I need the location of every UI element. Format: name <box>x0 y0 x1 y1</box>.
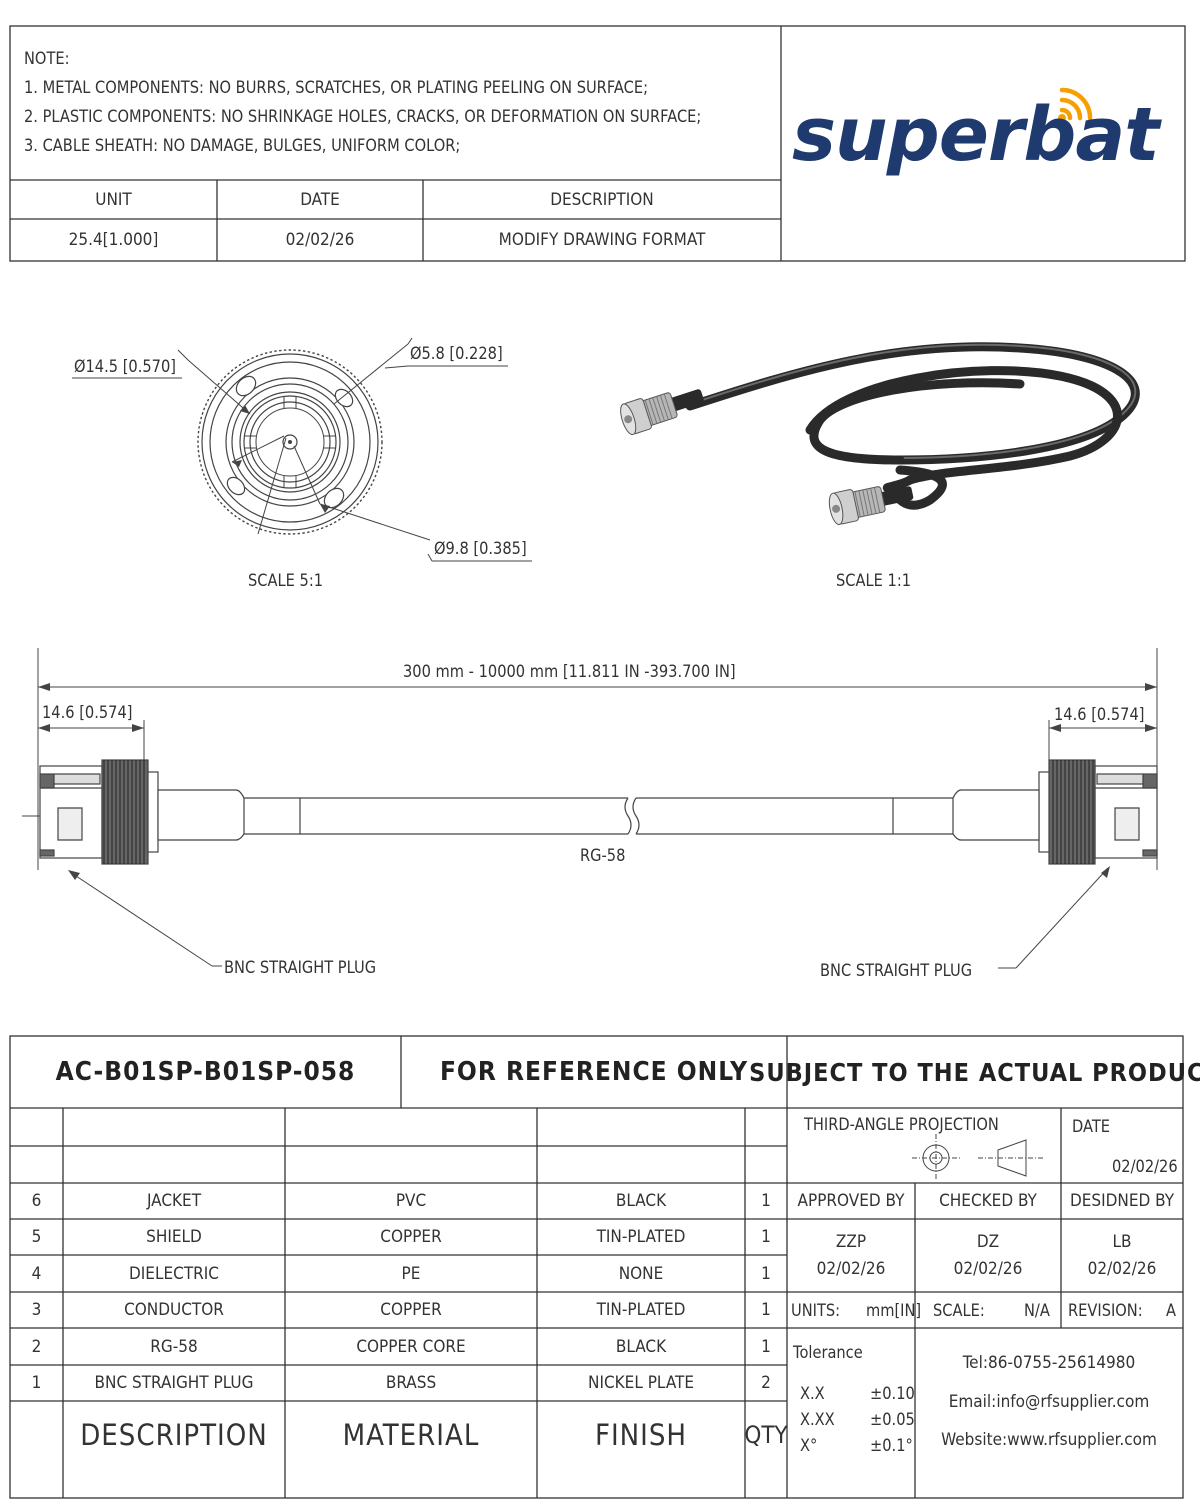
approved-by-name: ZZP <box>835 1232 867 1252</box>
logo-text: superbat <box>792 92 1160 178</box>
bom-row-mat: COPPER <box>380 1300 442 1320</box>
revision-label: REVISION: <box>1068 1301 1143 1321</box>
bom-row-qty: 1 <box>761 1227 771 1247</box>
rev-date-value: 02/02/26 <box>285 230 355 250</box>
side-view-drawing <box>22 648 1158 969</box>
rev-header-unit: UNIT <box>95 189 132 210</box>
bom-row-fin: BLACK <box>615 1191 667 1211</box>
front-view-scale: SCALE 5:1 <box>248 571 324 591</box>
bom-header-description: DESCRIPTION <box>80 1417 268 1452</box>
overall-length-dim: 300 mm - 10000 mm [11.811 IN -393.700 IN… <box>403 662 736 682</box>
bom-row-fin: BLACK <box>615 1336 667 1357</box>
dim-inner-diameter: Ø9.8 [0.385] <box>434 539 527 559</box>
rev-header-description: DESCRIPTION <box>550 189 654 210</box>
bom-row-mat: BRASS <box>385 1373 437 1393</box>
bom-row-no: 5 <box>31 1227 42 1247</box>
contact-email[interactable]: Email:info@rfsupplier.com <box>948 1392 1150 1412</box>
bom-row-no: 3 <box>31 1300 42 1320</box>
left-connector-length-dim: 14.6 [0.574] <box>42 703 133 723</box>
bom-row-no: 1 <box>31 1373 42 1393</box>
bom-row-desc: DIELECTRIC <box>129 1263 219 1284</box>
bom-row-qty: 1 <box>761 1191 771 1211</box>
note-item-3: 3. CABLE SHEATH: NO DAMAGE, BULGES, UNIF… <box>24 136 461 156</box>
cable-type-label: RG-58 <box>580 846 626 866</box>
right-connector-length-dim: 14.6 [0.574] <box>1054 705 1145 725</box>
tolerance-label: Tolerance <box>793 1343 863 1363</box>
tolerance-key: X° <box>800 1436 818 1456</box>
bom-row-fin: TIN-PLATED <box>596 1300 686 1320</box>
units-value: mm[IN] <box>866 1301 922 1321</box>
bom-row-fin: NICKEL PLATE <box>588 1373 694 1393</box>
contact-website[interactable]: Website:www.rfsupplier.com <box>941 1430 1157 1450</box>
part-number: AC-B01SP-B01SP-058 <box>55 1057 356 1087</box>
right-plug-callout: BNC STRAIGHT PLUG <box>820 961 973 981</box>
rev-description-value: MODIFY DRAWING FORMAT <box>498 230 706 250</box>
bom-row-desc: BNC STRAIGHT PLUG <box>94 1373 254 1393</box>
checked-by-label: CHECKED BY <box>939 1191 1037 1211</box>
scale-label: SCALE: <box>933 1301 985 1321</box>
contact-tel: Tel:86-0755-25614980 <box>962 1353 1136 1373</box>
rev-header-date: DATE <box>300 189 340 210</box>
bom-header-material: MATERIAL <box>342 1417 480 1452</box>
reference-note: FOR REFERENCE ONLY <box>439 1057 749 1087</box>
tolerance-key: X.X <box>800 1384 825 1404</box>
header-frame <box>9 25 1186 262</box>
bom-row-mat: COPPER CORE <box>356 1336 466 1357</box>
bom-row-desc: RG-58 <box>150 1336 198 1357</box>
checked-by-date: 02/02/26 <box>953 1259 1023 1279</box>
bom-row-qty: 1 <box>761 1300 771 1320</box>
projection-symbol <box>912 1134 1044 1180</box>
bom-row-mat: PE <box>401 1263 421 1284</box>
bom-row-no: 6 <box>31 1191 42 1211</box>
dim-pin-diameter: Ø5.8 [0.228] <box>410 344 503 364</box>
tolerance-value: ±0.05 <box>870 1410 915 1430</box>
date-label: DATE <box>1072 1117 1111 1137</box>
bom-row-no: 4 <box>31 1263 42 1284</box>
left-plug-callout: BNC STRAIGHT PLUG <box>224 958 377 978</box>
tolerance-value: ±0.10 <box>870 1384 915 1404</box>
tolerance-value: ±0.1° <box>870 1436 913 1456</box>
note-title: NOTE: <box>24 49 70 69</box>
bom-row-qty: 2 <box>761 1373 771 1393</box>
dim-outer-diameter: Ø14.5 [0.570] <box>74 357 176 377</box>
bom-row-no: 2 <box>31 1336 42 1357</box>
bom-row-desc: JACKET <box>146 1191 202 1211</box>
designed-by-name: LB <box>1112 1232 1132 1252</box>
bom-header-qty: QTY <box>744 1420 788 1449</box>
bom-row-mat: PVC <box>395 1191 427 1211</box>
bom-row-qty: 1 <box>761 1263 771 1284</box>
date-value: 02/02/26 <box>1112 1157 1178 1177</box>
rev-unit-value: 25.4[1.000] <box>68 230 159 250</box>
bom-row-desc: SHIELD <box>146 1227 202 1247</box>
wifi-signal-icon <box>1058 87 1093 122</box>
units-label: UNITS: <box>791 1301 841 1321</box>
checked-by-name: DZ <box>976 1232 1000 1252</box>
superbat-logo: superbat <box>790 80 1180 190</box>
designed-by-label: DESIDNED BY <box>1069 1191 1175 1211</box>
note-item-1: 1. METAL COMPONENTS: NO BURRS, SCRATCHES… <box>24 78 649 98</box>
iso-view-scale: SCALE 1:1 <box>836 571 912 591</box>
approved-by-label: APPROVED BY <box>797 1191 905 1211</box>
cable-iso-drawing <box>620 342 1140 526</box>
tolerance-key: X.XX <box>800 1410 835 1430</box>
note-item-2: 2. PLASTIC COMPONENTS: NO SHRINKAGE HOLE… <box>24 107 702 127</box>
bom-row-qty: 1 <box>761 1336 771 1357</box>
bom-row-fin: TIN-PLATED <box>596 1227 686 1247</box>
projection-label: THIRD-ANGLE PROJECTION <box>804 1115 999 1135</box>
revision-value: A <box>1166 1301 1177 1321</box>
front-view-drawing <box>72 337 532 562</box>
bom-header-finish: FINISH <box>594 1417 688 1452</box>
title-block-frame <box>9 1035 1184 1499</box>
approved-by-date: 02/02/26 <box>816 1259 886 1279</box>
scale-value: N/A <box>1024 1301 1050 1321</box>
bom-row-desc: CONDUCTOR <box>124 1300 224 1320</box>
subject-note: SUBJECT TO THE ACTUAL PRODUCT <box>749 1057 1200 1087</box>
bom-row-mat: COPPER <box>380 1227 442 1247</box>
designed-by-date: 02/02/26 <box>1087 1259 1157 1279</box>
bom-row-fin: NONE <box>618 1263 664 1284</box>
